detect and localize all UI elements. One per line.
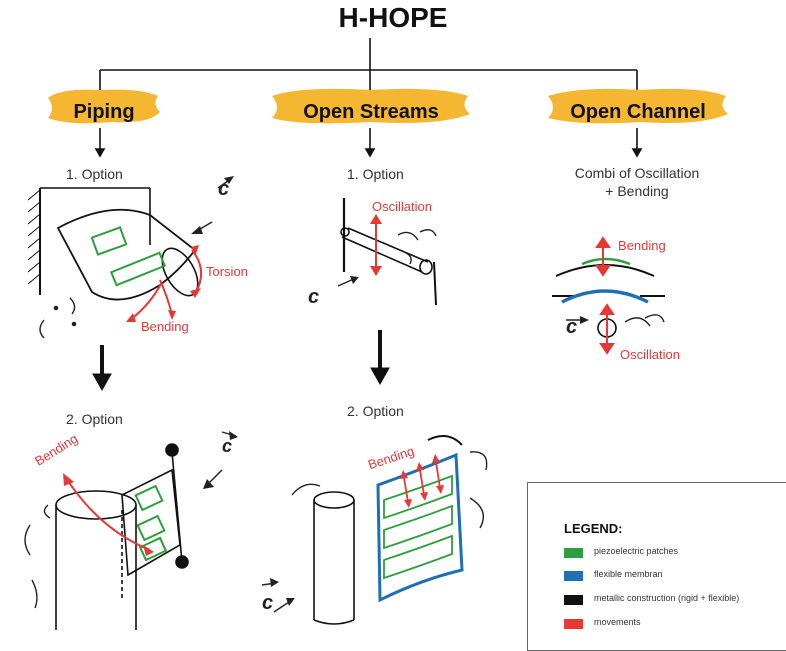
piping-option1-patches bbox=[90, 226, 167, 287]
category-piping: Piping bbox=[73, 101, 135, 123]
legend-swatch-membrane bbox=[564, 571, 583, 581]
piping-highlight bbox=[48, 89, 160, 124]
legend-label-membrane: flexible membran bbox=[594, 569, 663, 579]
piping-option1-label: 1. Option bbox=[66, 166, 123, 182]
streams-flow-c: c bbox=[308, 286, 320, 308]
category-open-streams: Open Streams bbox=[303, 101, 439, 123]
open-streams-highlight bbox=[272, 88, 470, 124]
piping-option2-illustration bbox=[55, 443, 189, 630]
piping-option1-movements bbox=[126, 245, 203, 322]
legend-label-metallic: metallic construction (rigid + flexible) bbox=[594, 593, 740, 603]
streams-option1-movement bbox=[370, 214, 382, 276]
streams-option1-flow bbox=[337, 229, 437, 287]
category-open-channel: Open Channel bbox=[570, 101, 706, 123]
streams-option2-patches bbox=[383, 474, 453, 580]
piping-option2-flow bbox=[24, 431, 238, 609]
piping-flow-c: c bbox=[218, 178, 230, 200]
streams-option2-flow bbox=[261, 435, 488, 613]
channel-bending-label: Bending bbox=[618, 238, 666, 253]
streams-option2-flow-c: c bbox=[262, 592, 274, 614]
piping-option2-patches bbox=[134, 484, 168, 562]
streams-option2-label: 2. Option bbox=[347, 403, 404, 419]
legend-label-movements: movements bbox=[594, 617, 641, 627]
channel-illustration bbox=[552, 257, 665, 338]
option-arrows bbox=[92, 330, 390, 392]
open-channel-highlight bbox=[548, 88, 728, 124]
channel-flow-c: c bbox=[566, 316, 578, 338]
piping-bending-label: Bending bbox=[141, 319, 189, 334]
torsion-label: Torsion bbox=[206, 264, 248, 279]
channel-movements bbox=[595, 236, 615, 355]
legend: LEGEND: piezoelectric patches flexible m… bbox=[527, 482, 786, 651]
piping-flow-marks bbox=[39, 176, 234, 339]
piping-option2-movement bbox=[63, 473, 154, 556]
tree-connectors bbox=[94, 38, 643, 158]
piping-option2-flow-c: c bbox=[222, 436, 233, 456]
legend-swatch-metallic bbox=[564, 595, 583, 605]
diagram-title: H-HOPE bbox=[338, 2, 448, 33]
legend-swatch-movements bbox=[564, 619, 583, 629]
streams-option1-label: 1. Option bbox=[347, 166, 404, 182]
piping-option2-label: 2. Option bbox=[66, 411, 123, 427]
legend-swatch-piezo bbox=[564, 548, 583, 558]
piping-option1-illustration bbox=[27, 187, 199, 301]
streams-option2-illustration bbox=[313, 491, 355, 625]
streams-option1-illustration bbox=[340, 198, 437, 306]
streams-option2-movements bbox=[400, 454, 444, 508]
category-highlights bbox=[48, 88, 728, 124]
streams-oscillation-label: Oscillation bbox=[372, 199, 432, 214]
channel-oscillation-label: Oscillation bbox=[620, 347, 680, 362]
legend-title: LEGEND: bbox=[564, 521, 623, 536]
legend-label-piezo: piezoelectric patches bbox=[594, 546, 679, 556]
wall-hatching bbox=[27, 189, 41, 285]
channel-combi-label: Combi of Oscillation + Bending bbox=[574, 165, 700, 199]
